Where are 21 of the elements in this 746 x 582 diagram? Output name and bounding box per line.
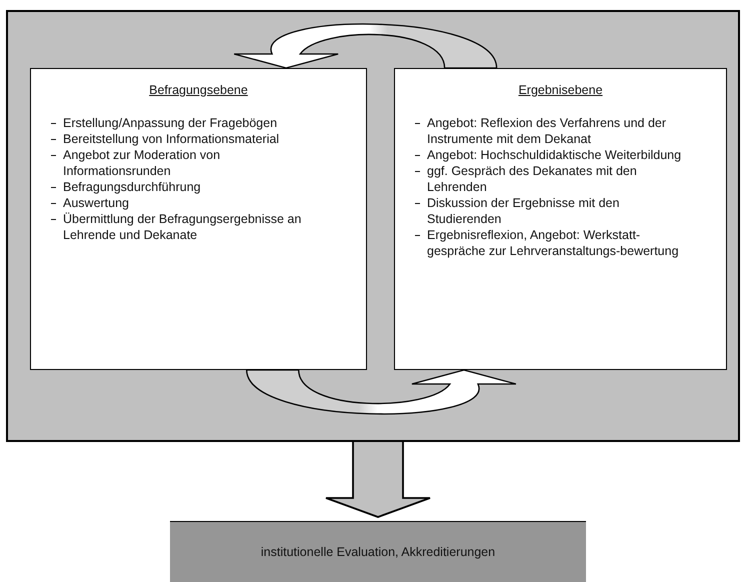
curved-arrow <box>246 369 517 414</box>
list-item: ggf. Gespräch des Dekanates mit den Lehrenden <box>427 163 638 195</box>
list-item: Befragungsdurchführung <box>63 179 201 195</box>
list-item: Bereitstellung von Informationsmaterial <box>63 131 280 147</box>
block-arrow <box>325 441 431 518</box>
list-item: Angebot: Hochschuldidaktische Weiterbildung <box>427 147 682 163</box>
list-item: Angebot zur Moderation von Informationsrunden <box>63 147 222 179</box>
background-panel <box>6 10 740 442</box>
curved-arrow <box>233 24 498 69</box>
heading: Ergebnisebene <box>517 83 604 97</box>
result-box <box>170 521 586 582</box>
list-item: Angebot: Reflexion des Verfahrens und der Instrumente mit dem Dekanat <box>427 115 668 147</box>
heading: Befragungsebene <box>148 83 249 97</box>
list-item: Erstellung/Anpassung der Fragebögen <box>63 115 278 131</box>
list-box <box>394 68 727 370</box>
list-item: Ergebnisreflexion, Angebot: Werkstatt-gespräche zur Lehrveranstaltungs-bewertung <box>427 227 680 259</box>
list-box <box>30 68 367 370</box>
list-item: Übermittlung der Befragungsergebnisse an Lehrende und Dekanate <box>63 211 302 243</box>
box-label: institutionelle Evaluation, Akkreditierungen <box>260 544 496 558</box>
list-item: Diskussion der Ergebnisse mit den Studierenden <box>427 195 620 227</box>
list-item: Auswertung <box>63 195 130 211</box>
